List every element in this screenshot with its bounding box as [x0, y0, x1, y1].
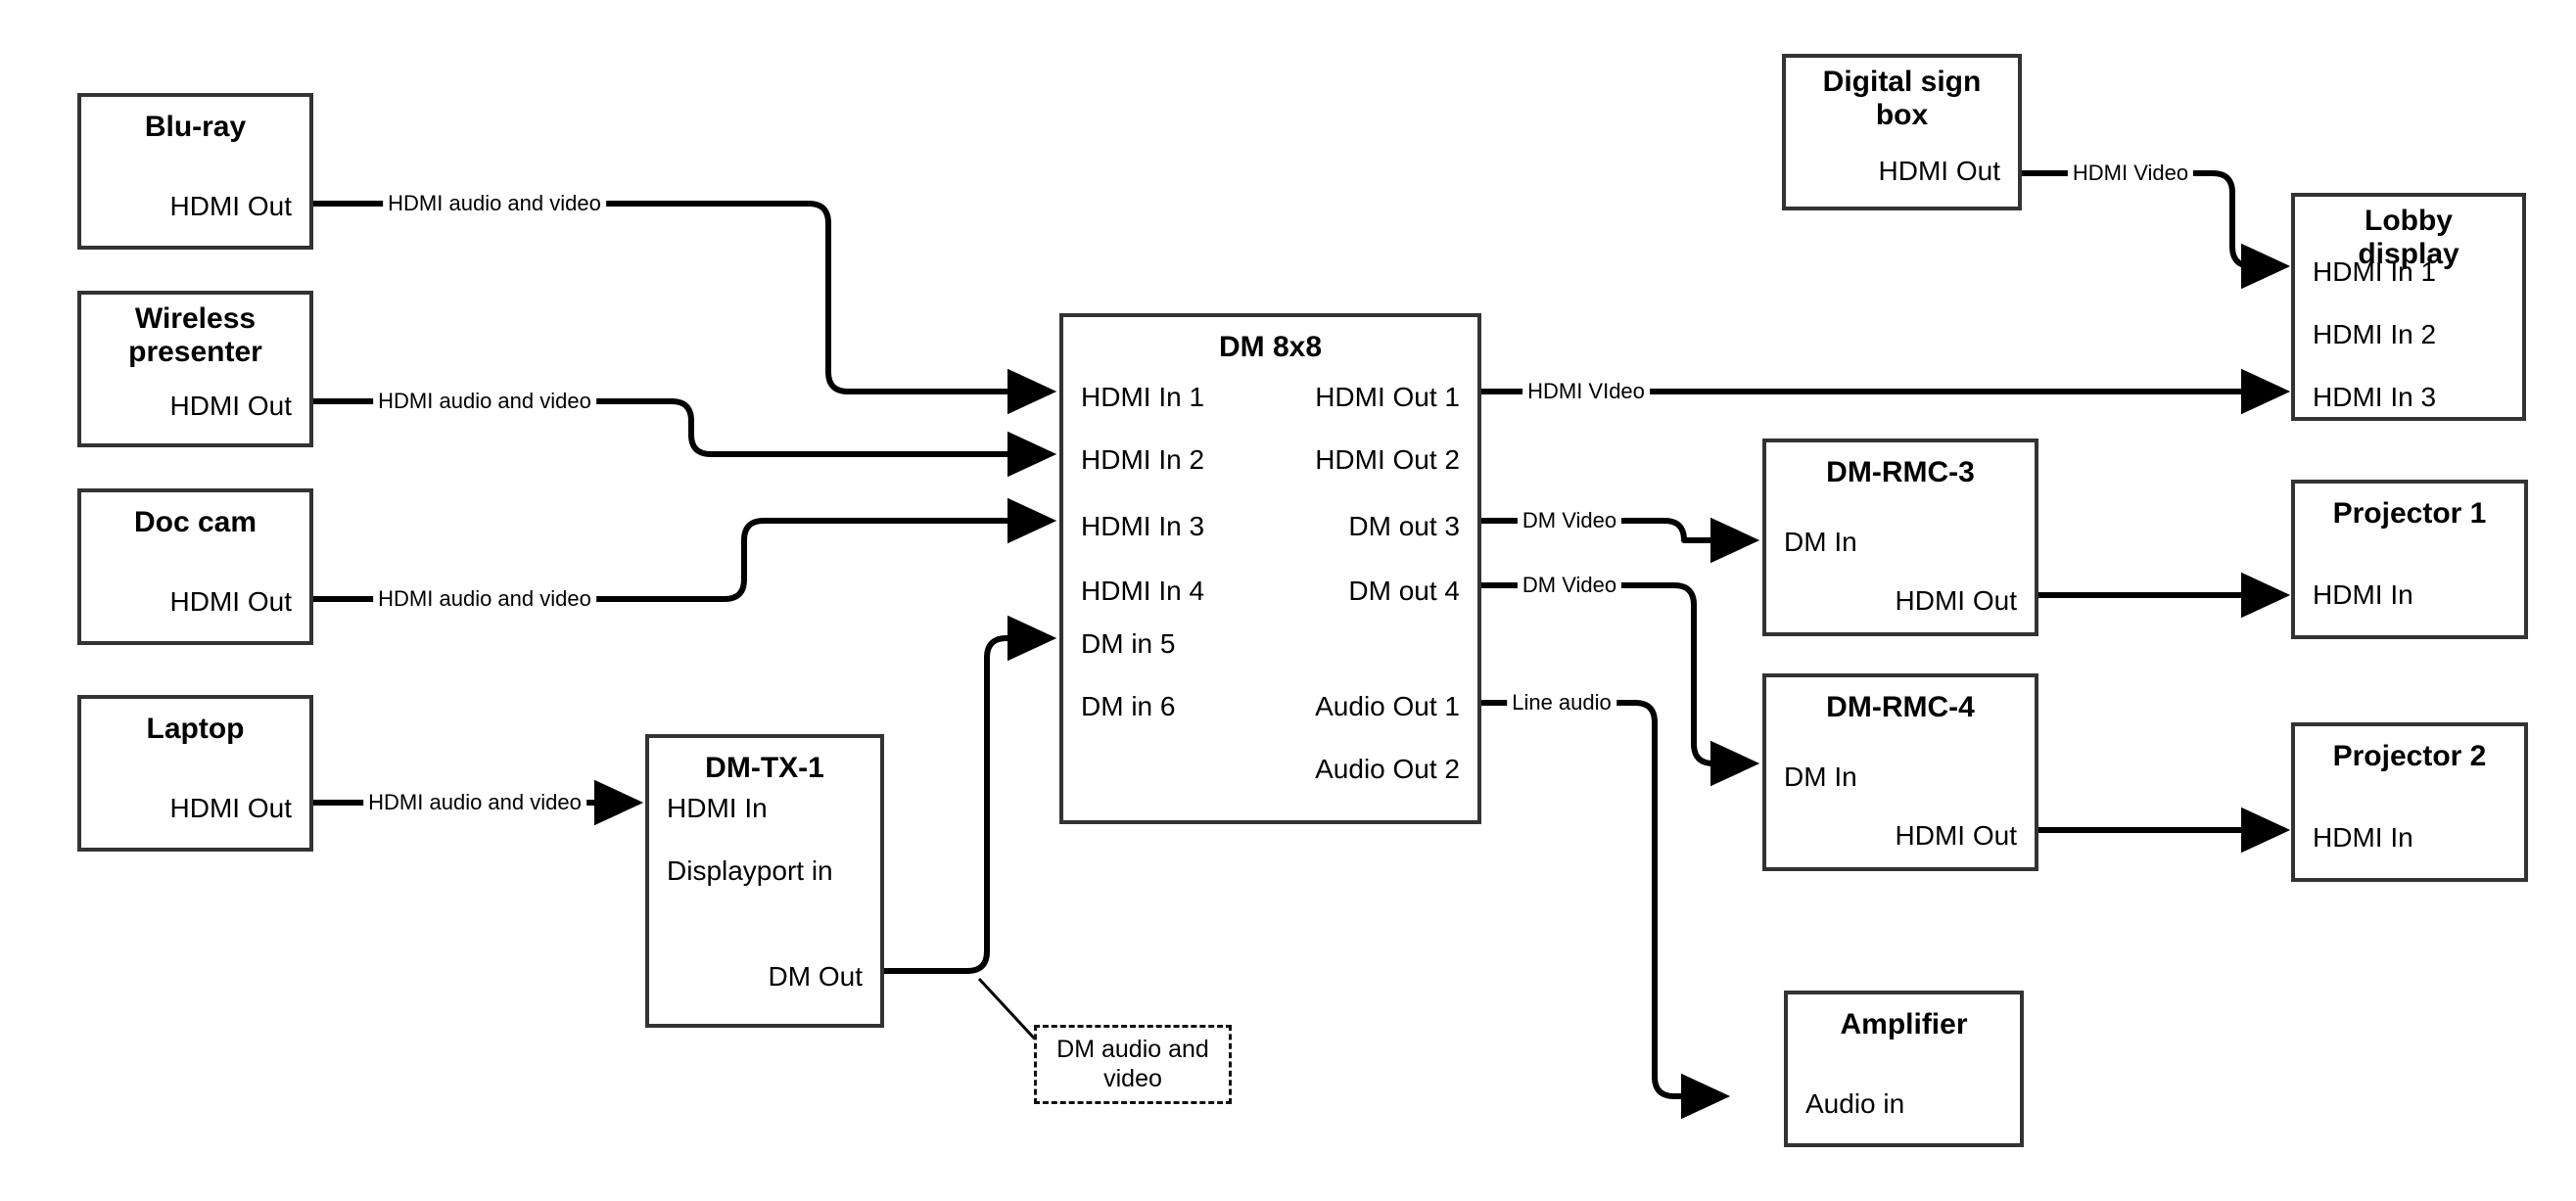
port-dm-rmc-3-hdmi-out[interactable]: HDMI Out	[1895, 585, 2017, 616]
node-laptop[interactable]: Laptop HDMI Out	[77, 695, 313, 852]
port-dm-8x8-hdmi-in-2[interactable]: HDMI In 2	[1081, 444, 1205, 475]
node-wireless-presenter[interactable]: Wireless presenter HDMI Out	[77, 291, 313, 447]
port-wireless-presenter-hdmi-out[interactable]: HDMI Out	[169, 391, 292, 421]
wire-label-laptop-to-dmtx: HDMI audio and video	[363, 790, 586, 815]
port-dm-tx-1-hdmi-in[interactable]: HDMI In	[667, 793, 768, 823]
node-lobby-display[interactable]: Lobby display HDMI In 1 HDMI In 2 HDMI I…	[2291, 193, 2526, 421]
node-lobby-display-title: Lobby display	[2295, 205, 2522, 270]
port-digital-sign-box-hdmi-out[interactable]: HDMI Out	[1878, 156, 2000, 186]
wire-label-hdmiout1-to-lobby3: HDMI VIdeo	[1522, 379, 1650, 404]
note-line2: video	[1103, 1064, 1162, 1092]
port-dm-rmc-4-hdmi-out[interactable]: HDMI Out	[1895, 820, 2017, 851]
node-bluray-title: Blu-ray	[144, 111, 247, 143]
node-dm-8x8-title: DM 8x8	[1218, 331, 1323, 363]
wire-dmtx-to-dm-in5	[884, 615, 1057, 974]
note-line1: DM audio and	[1056, 1036, 1209, 1063]
node-projector-1[interactable]: Projector 1 HDMI In	[2291, 480, 2528, 639]
port-laptop-hdmi-out[interactable]: HDMI Out	[169, 793, 292, 823]
wire-sign-to-lobby-in1	[2022, 170, 2291, 290]
node-dm-rmc-4[interactable]: DM-RMC-4 DM In HDMI Out	[1762, 673, 2038, 871]
node-projector-2[interactable]: Projector 2 HDMI In	[2291, 722, 2528, 882]
port-projector-2-hdmi-in[interactable]: HDMI In	[2313, 822, 2413, 853]
port-dm-8x8-hdmi-in-1[interactable]: HDMI In 1	[1081, 382, 1205, 412]
node-dm-rmc-3[interactable]: DM-RMC-3 DM In HDMI Out	[1762, 439, 2038, 636]
wire-label-bluray-to-dm-in1: HDMI audio and video	[383, 191, 606, 216]
node-dm-rmc-4-title: DM-RMC-4	[1826, 691, 1975, 723]
node-dm-tx-1[interactable]: DM-TX-1 HDMI In Displayport in DM Out	[645, 734, 884, 1028]
node-projector-2-title: Projector 2	[2332, 740, 2487, 772]
port-dm-8x8-hdmi-in-3[interactable]: HDMI In 3	[1081, 511, 1205, 541]
node-doc-cam-title: Doc cam	[133, 506, 258, 538]
wire-audioout1-to-amplifier	[1481, 700, 1731, 1120]
port-bluray-hdmi-out[interactable]: HDMI Out	[169, 191, 292, 221]
wire-label-wireless-to-dm-in2: HDMI audio and video	[373, 389, 596, 414]
node-digital-sign-box-title: Digital sign box	[1786, 66, 2018, 131]
wire-label-dmout4-to-rmc4: DM Video	[1517, 573, 1622, 598]
wire-label-sign-to-lobby: HDMI Video	[2067, 161, 2194, 186]
node-wireless-presenter-title: Wireless presenter	[81, 302, 309, 368]
port-lobby-display-hdmi-in-3[interactable]: HDMI In 3	[2313, 382, 2437, 412]
port-dm-tx-1-displayport-in[interactable]: Displayport in	[667, 855, 833, 886]
port-dm-8x8-dm-out-3[interactable]: DM out 3	[1348, 511, 1460, 541]
wire-label-doccam-to-dm-in3: HDMI audio and video	[373, 586, 596, 612]
note-dm-audio-and-video: DM audio and video	[1034, 1025, 1232, 1104]
node-wireless-presenter-title-line2: presenter	[128, 335, 262, 368]
port-dm-8x8-hdmi-in-4[interactable]: HDMI In 4	[1081, 576, 1205, 606]
port-amplifier-audio-in[interactable]: Audio in	[1805, 1088, 1905, 1119]
port-dm-8x8-dm-in-5[interactable]: DM in 5	[1081, 628, 1176, 659]
note-dm-audio-and-video-text: DM audio and video	[1037, 1036, 1229, 1093]
node-dm-tx-1-title: DM-TX-1	[705, 752, 824, 784]
port-doc-cam-hdmi-out[interactable]: HDMI Out	[169, 586, 292, 617]
node-digital-sign-box-title-line1: Digital sign	[1822, 66, 1982, 98]
wire-note-leader	[977, 977, 1043, 1047]
port-dm-8x8-hdmi-out-2[interactable]: HDMI Out 2	[1315, 444, 1460, 475]
node-dm-rmc-3-title: DM-RMC-3	[1826, 456, 1975, 488]
node-lobby-display-title-line2: display	[2358, 237, 2459, 270]
wire-label-dmout3-to-rmc3: DM Video	[1517, 508, 1622, 533]
port-dm-rmc-3-dm-in[interactable]: DM In	[1784, 527, 1857, 557]
node-dm-8x8[interactable]: DM 8x8 HDMI In 1 HDMI In 2 HDMI In 3 HDM…	[1059, 313, 1481, 824]
node-bluray[interactable]: Blu-ray HDMI Out	[77, 93, 313, 250]
node-lobby-display-title-line1: Lobby	[2365, 205, 2453, 237]
wire-label-audioout1-to-amplifier: Line audio	[1507, 690, 1616, 716]
port-dm-8x8-dm-out-4[interactable]: DM out 4	[1348, 576, 1460, 606]
port-lobby-display-hdmi-in-1[interactable]: HDMI In 1	[2313, 256, 2437, 287]
port-dm-8x8-audio-out-2[interactable]: Audio Out 2	[1315, 754, 1460, 784]
node-wireless-presenter-title-line1: Wireless	[134, 302, 257, 335]
node-digital-sign-box[interactable]: Digital sign box HDMI Out	[1782, 54, 2022, 210]
port-dm-8x8-dm-in-6[interactable]: DM in 6	[1081, 691, 1176, 721]
port-lobby-display-hdmi-in-2[interactable]: HDMI In 2	[2313, 319, 2437, 349]
wire-dmout4-to-rmc4	[1481, 582, 1760, 787]
port-projector-1-hdmi-in[interactable]: HDMI In	[2313, 579, 2413, 610]
wire-bluray-to-dm-in1	[313, 201, 1057, 415]
node-amplifier[interactable]: Amplifier Audio in	[1784, 991, 2024, 1147]
node-digital-sign-box-title-line2: box	[1875, 98, 1929, 131]
port-dm-rmc-4-dm-in[interactable]: DM In	[1784, 762, 1857, 792]
node-doc-cam[interactable]: Doc cam HDMI Out	[77, 488, 313, 645]
node-projector-1-title: Projector 1	[2332, 497, 2487, 530]
node-amplifier-title: Amplifier	[1840, 1008, 1968, 1040]
node-laptop-title: Laptop	[146, 713, 245, 745]
port-dm-8x8-hdmi-out-1[interactable]: HDMI Out 1	[1315, 382, 1460, 412]
port-dm-tx-1-dm-out[interactable]: DM Out	[768, 961, 863, 992]
port-dm-8x8-audio-out-1[interactable]: Audio Out 1	[1315, 691, 1460, 721]
